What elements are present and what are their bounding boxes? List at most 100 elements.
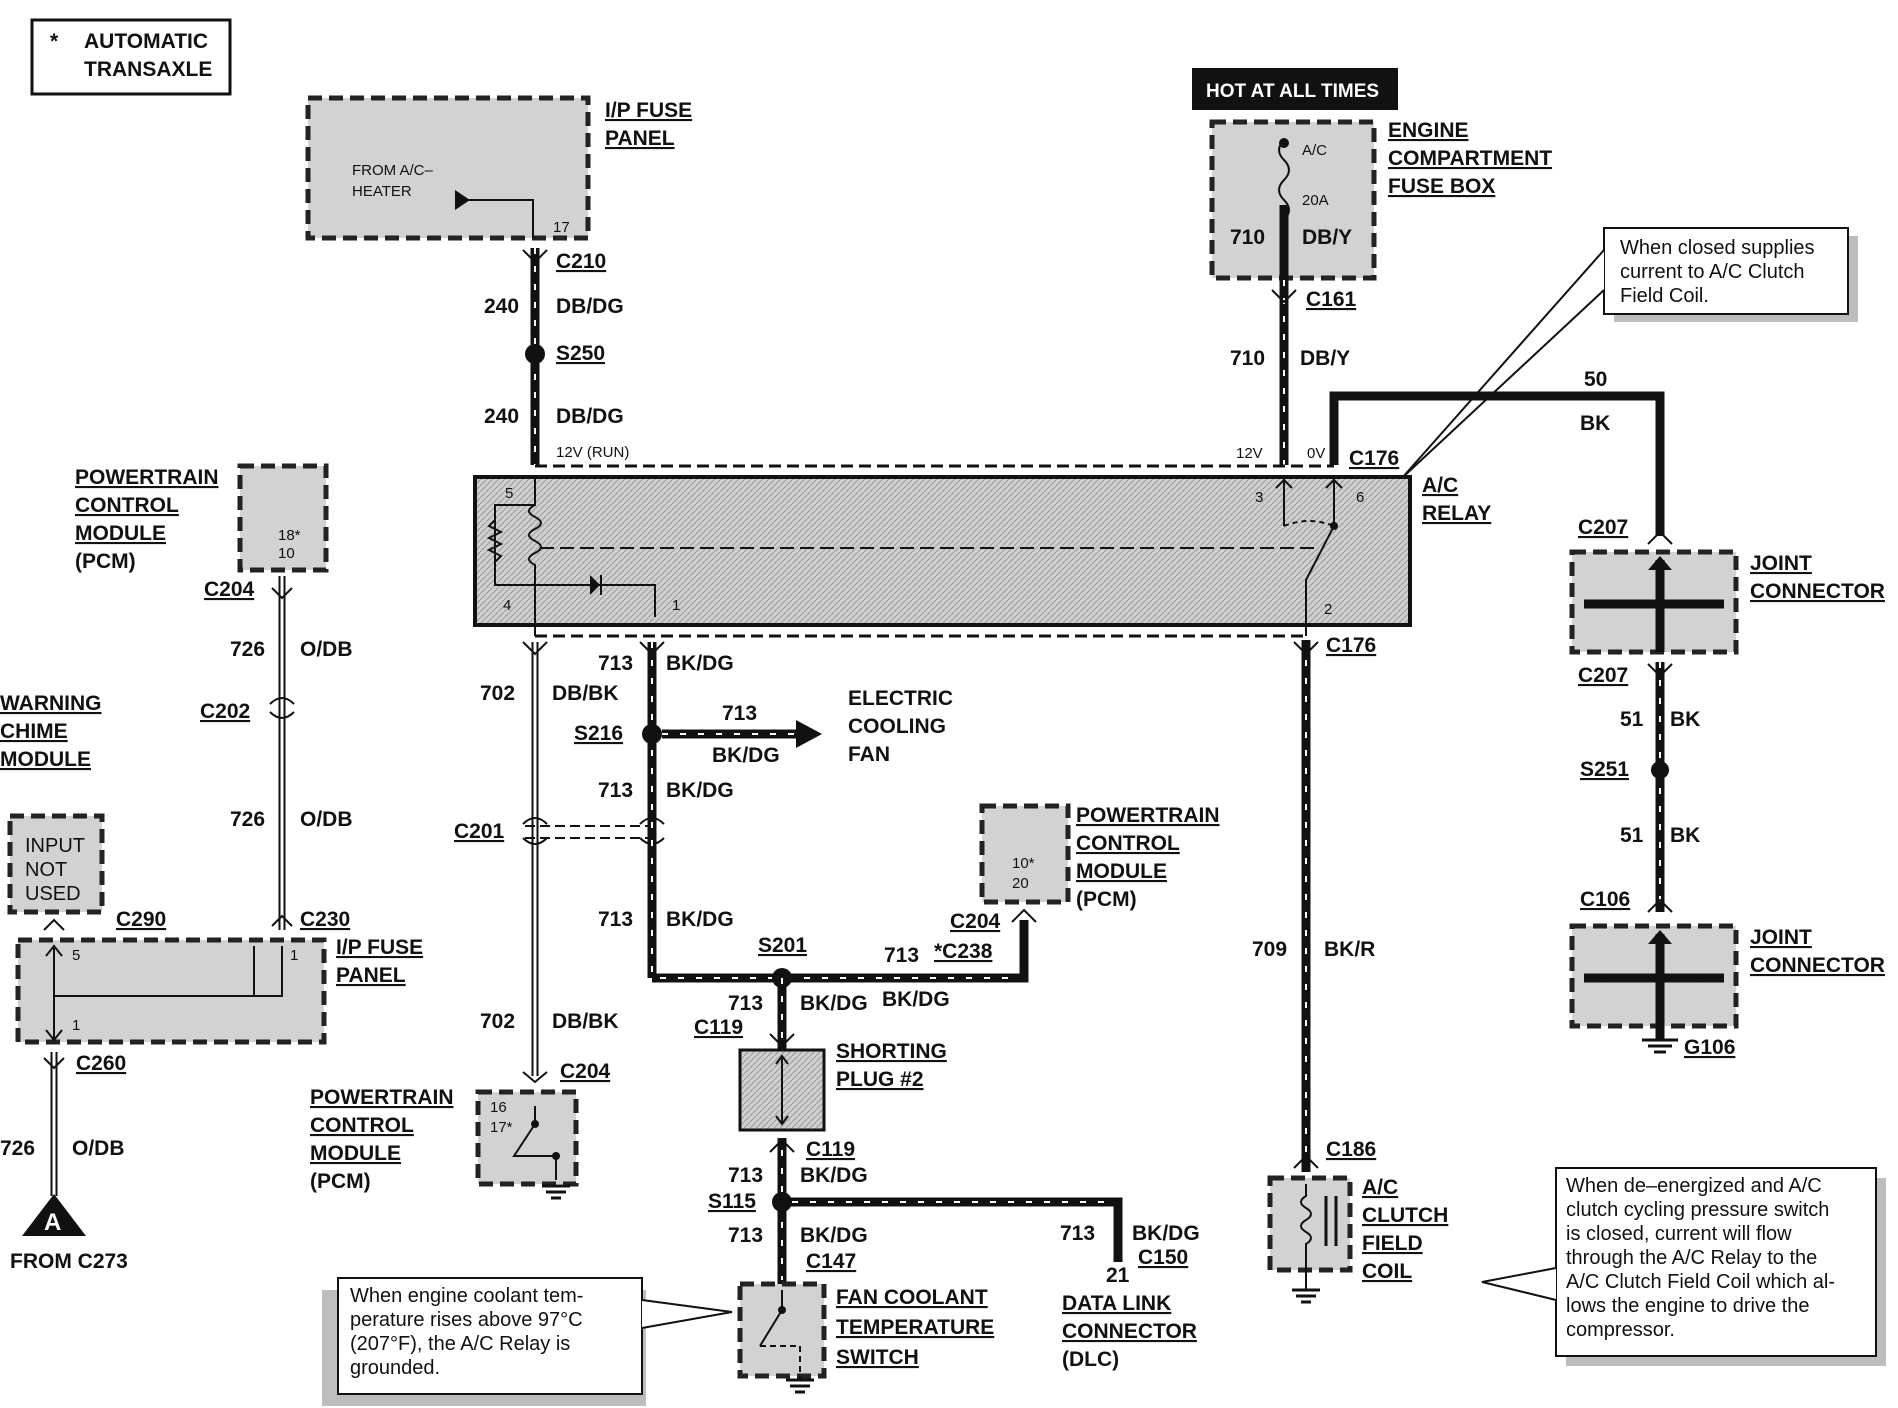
wire-726: C204 726 O/DB C202 726 O/DB C230 <box>200 576 353 931</box>
wire-240: C210 240 DB/DG S250 240 DB/DG 12V (RUN) <box>484 248 629 465</box>
legend-box: * AUTOMATIC TRANSAXLE <box>30 18 232 96</box>
wire-726b-number: 726 <box>230 808 265 831</box>
relay-12v: 12V <box>1236 445 1263 462</box>
svg-text:~: ~ <box>1598 588 1613 618</box>
ac-clutch-label4: COIL <box>1362 1260 1412 1283</box>
input-not-used-2: NOT <box>25 859 67 881</box>
wire-713e-color: BK/DG <box>800 992 868 1015</box>
joint-connector-2: ~ ~ G106 JOINT CONNECTOR <box>1569 923 1885 1059</box>
svg-text:~: ~ <box>1598 962 1613 992</box>
pcm-bot-label3: MODULE <box>310 1142 401 1165</box>
wire-713f-color: BK/DG <box>800 1164 868 1187</box>
wire-726-bottom: C260 726 O/DB A FROM C273 <box>0 1052 128 1273</box>
wire-713g-number: 713 <box>728 1224 763 1247</box>
connector-c202: C202 <box>200 700 250 723</box>
relay-note-line1: When closed supplies <box>1620 237 1815 259</box>
connector-c238: *C238 <box>934 940 993 963</box>
wire-713-lower: 713 BK/DG C119 SHORTING PLUG #2 C119 713… <box>694 978 1200 1287</box>
wire-702b-color: DB/BK <box>552 1010 619 1033</box>
pcm-bot-pin16: 16 <box>490 1099 507 1116</box>
ip-fuse-inner1: FROM A/C– <box>352 162 434 179</box>
clutch-note-line4: through the A/C Relay to the <box>1566 1247 1817 1269</box>
dlc-label3: (DLC) <box>1062 1348 1119 1371</box>
wire-713a-number: 713 <box>598 652 633 675</box>
ac-relay-label2: RELAY <box>1422 502 1491 525</box>
engine-fuse-label1: ENGINE <box>1388 119 1469 142</box>
clutch-note-line6: lows the engine to drive the <box>1566 1295 1810 1317</box>
wire-240a-number: 240 <box>484 295 519 318</box>
svg-text:~: ~ <box>1692 962 1707 992</box>
cooling-fan-label1: ELECTRIC <box>848 687 953 710</box>
pcm-mid-label2: CONTROL <box>1076 832 1180 855</box>
wire-50-color: BK <box>1580 412 1610 435</box>
wire-50-number: 50 <box>1584 368 1607 391</box>
ac-clutch-field-coil: A/C CLUTCH FIELD COIL <box>1267 1175 1448 1304</box>
engine-fuse-box: A/C 20A 710 DB/Y ENGINE COMPARTMENT FUSE… <box>1209 119 1552 281</box>
fuse-ac-label: A/C <box>1302 142 1327 159</box>
connector-c230: C230 <box>300 908 350 931</box>
wire-702b-number: 702 <box>480 1010 515 1033</box>
pcm-bottom: 16 17* POWERTRAIN CONTROL MODULE (PCM) <box>310 1086 579 1200</box>
clutch-note-line3: is closed, current will flow <box>1566 1223 1792 1245</box>
connector-c161: C161 <box>1306 288 1357 311</box>
fuse-20a-label: 20A <box>1302 192 1329 209</box>
ip-fuse-inner2: HEATER <box>352 183 412 200</box>
relay-pin1: 1 <box>672 597 680 614</box>
hot-banner: HOT AT ALL TIMES <box>1192 68 1398 110</box>
connector-c119-bot: C119 <box>806 1138 855 1161</box>
warning-chime-label3: MODULE <box>0 748 91 771</box>
ipb-pin1a: 1 <box>290 947 298 964</box>
pcm-bot-label2: CONTROL <box>310 1114 414 1137</box>
pcm-top-label2: CONTROL <box>75 494 179 517</box>
ip-fuse-bottom-label1: I/P FUSE <box>336 936 423 959</box>
pcm-top-label1: POWERTRAIN <box>75 466 219 489</box>
wire-710: C161 710 DB/Y 12V <box>1230 205 1357 465</box>
fan-coolant-temperature-switch: FAN COOLANT TEMPERATURE SWITCH <box>737 1281 994 1394</box>
clutch-note-line2: clutch cycling pressure switch <box>1566 1199 1829 1221</box>
ip-fuse-panel-label1: I/P FUSE <box>605 99 692 122</box>
wire-240b-number: 240 <box>484 405 519 428</box>
fan-switch-label3: SWITCH <box>836 1346 919 1369</box>
pcm-top-label4: (PCM) <box>75 550 136 573</box>
wire-713h-number: 713 <box>1060 1222 1095 1245</box>
ip-fuse-panel-label2: PANEL <box>605 127 675 150</box>
dlc-label2: CONNECTOR <box>1062 1320 1197 1343</box>
clutch-note-line1: When de–energized and A/C <box>1566 1175 1822 1197</box>
connector-c290: C290 <box>116 908 166 931</box>
engine-fuse-label2: COMPARTMENT <box>1388 147 1552 170</box>
connector-c204-bot: C204 <box>560 1060 611 1083</box>
relay-note-line3: Field Coil. <box>1620 285 1709 307</box>
warning-chime-label1: WARNING <box>0 692 102 715</box>
fuse-dby-label: DB/Y <box>1302 226 1352 249</box>
joint1-label1: JOINT <box>1750 552 1812 575</box>
relay-12v-run: 12V (RUN) <box>556 444 629 461</box>
splice-s251: S251 <box>1580 758 1629 781</box>
connector-c210: C210 <box>556 250 606 273</box>
ac-clutch-label2: CLUTCH <box>1362 1204 1448 1227</box>
connector-c150: C150 <box>1138 1246 1188 1269</box>
relay-pin6: 6 <box>1356 489 1364 506</box>
wire-51a-number: 51 <box>1620 708 1644 731</box>
ac-clutch-label1: A/C <box>1362 1176 1398 1199</box>
connector-c176-top: C176 <box>1349 447 1399 470</box>
connector-c186: C186 <box>1326 1138 1376 1161</box>
dlc-pin21: 21 <box>1106 1264 1130 1287</box>
coolant-note-line2: perature rises above 97°C <box>350 1309 583 1331</box>
wire-709-color: BK/R <box>1324 938 1375 961</box>
relay-pin3: 3 <box>1255 489 1263 506</box>
svg-text:~: ~ <box>1692 588 1707 618</box>
splice-s115: S115 <box>708 1190 756 1213</box>
ground-g106: G106 <box>1684 1036 1735 1059</box>
wire-726b-color: O/DB <box>300 808 353 831</box>
connector-c147: C147 <box>806 1250 856 1273</box>
pcm-mid: 10* 20 POWERTRAIN CONTROL MODULE (PCM) <box>979 803 1220 911</box>
coolant-note: When engine coolant tem- perature rises … <box>322 1277 733 1406</box>
cooling-fan-label3: FAN <box>848 743 890 766</box>
pcm-top-label3: MODULE <box>75 522 166 545</box>
pcm-mid-label1: POWERTRAIN <box>1076 804 1220 827</box>
wire-726a-number: 726 <box>230 638 265 661</box>
wire-713b-number: 713 <box>598 779 633 802</box>
ip-fuse-pin17: 17 <box>553 219 570 236</box>
wire-713c-color: BK/DG <box>666 908 734 931</box>
